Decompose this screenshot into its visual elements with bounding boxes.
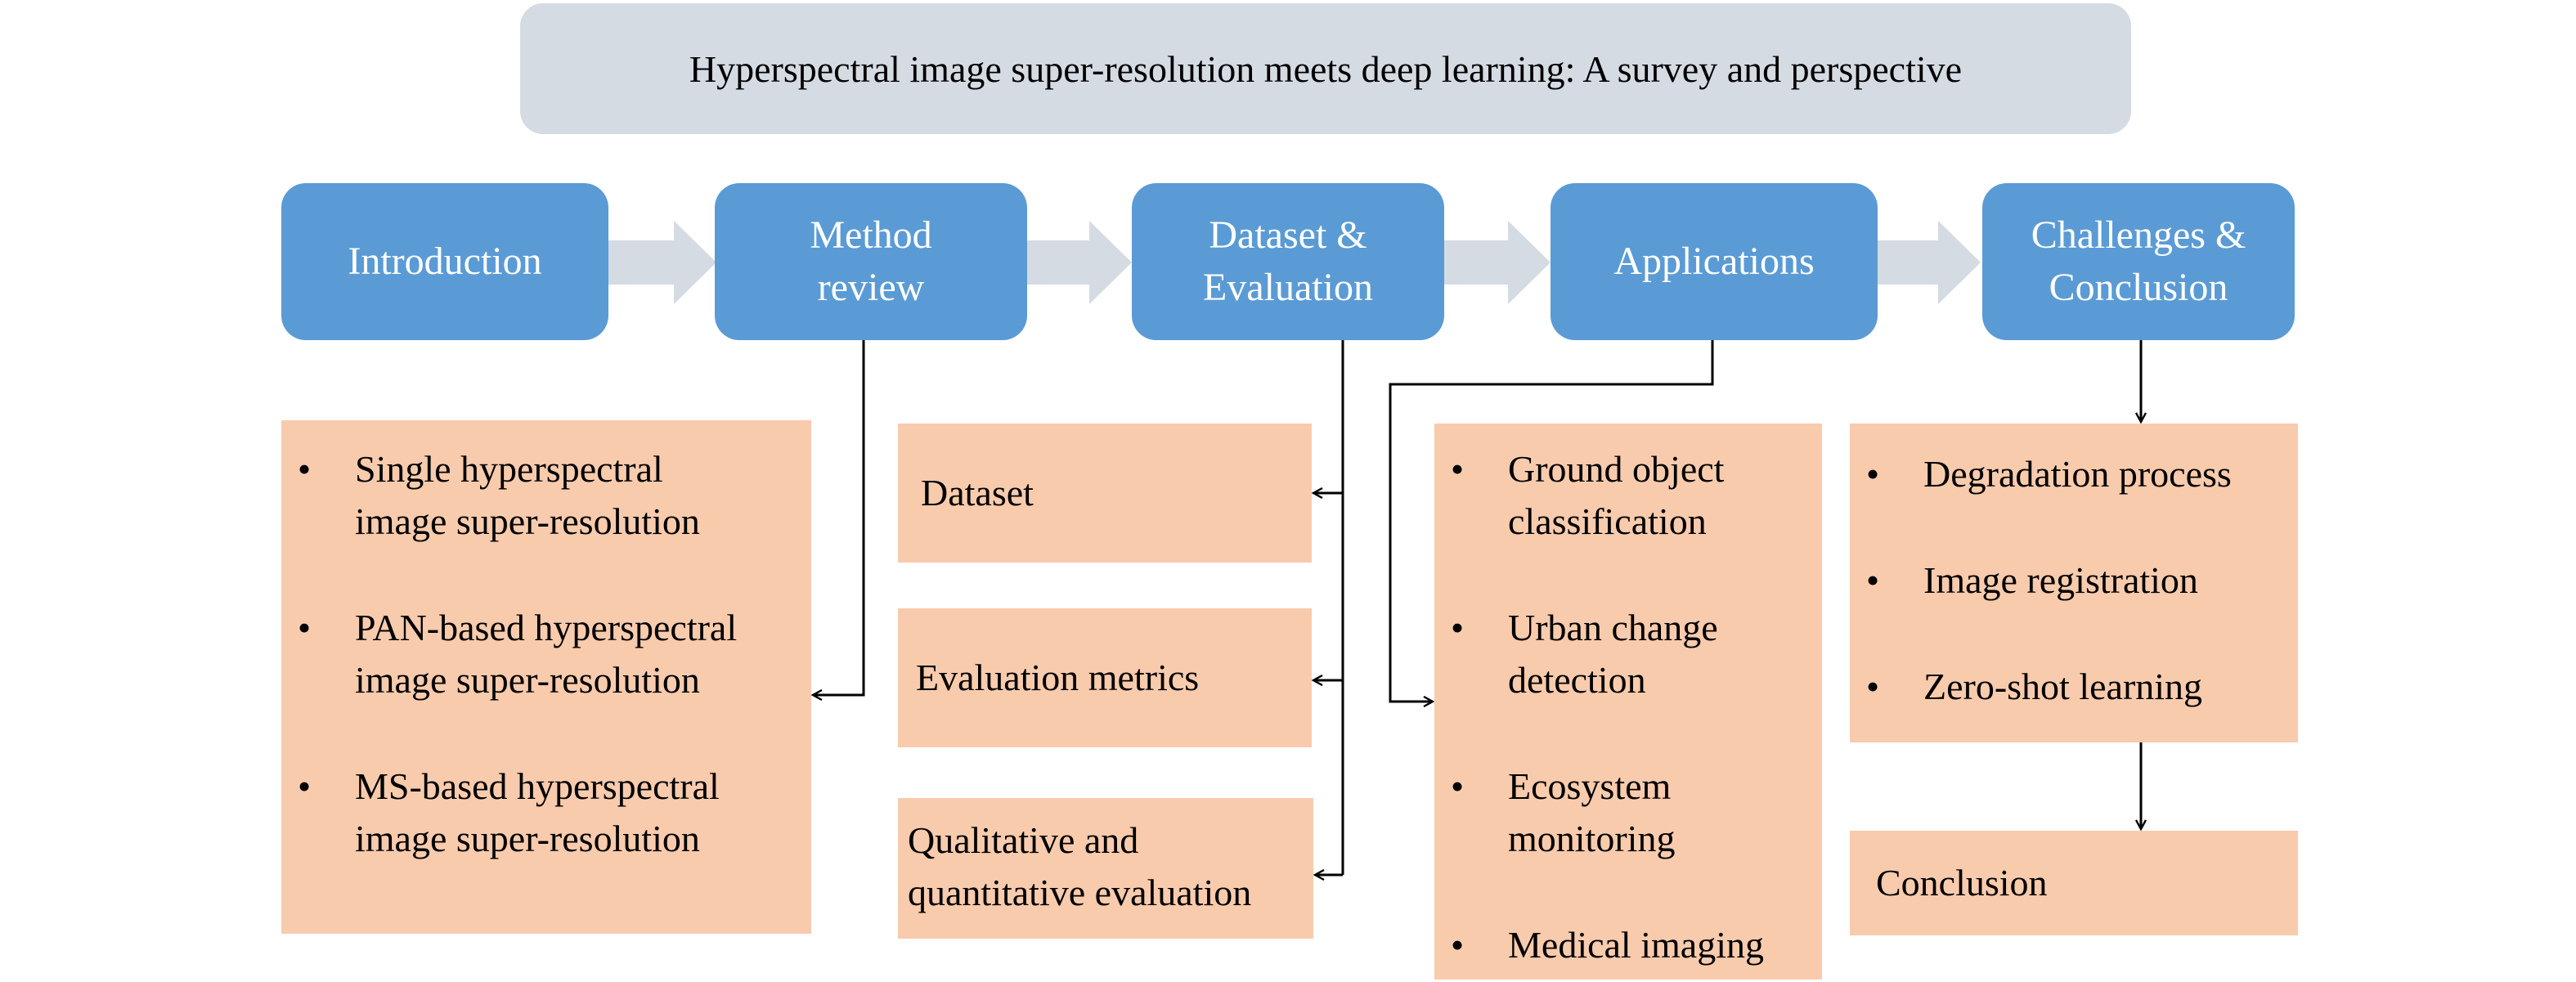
stage-introduction: Introduction [281,183,608,340]
stage-label: Evaluation [1203,266,1373,309]
list-item-line: image super-resolution [355,818,700,859]
flow-arrow-2 [1024,221,1132,304]
list-item: Ground object classification [1434,443,1822,548]
stage-dataset-evaluation: Dataset & Evaluation [1132,183,1444,340]
flow-arrow-3 [1441,221,1551,304]
qualitative-evaluation-box: Qualitative and quantitative evaluation [898,798,1313,939]
conclusion-label: Conclusion [1876,862,2048,904]
stage-applications: Applications [1551,183,1878,340]
list-item-line: Zero-shot learning [1923,666,2203,707]
list-item-line: PAN-based hyperspectral [355,607,738,648]
connector-method-review [813,340,865,695]
list-item: Image registration [1850,554,2298,607]
applications-list: Ground object classification Urban chang… [1434,443,1822,971]
stage-label: review [817,266,925,309]
stage-label: Dataset & [1209,213,1367,257]
list-item-line: MS-based hyperspectral [355,765,720,807]
list-item-line: Degradation process [1923,453,2232,495]
method-review-box: Single hyperspectral image super-resolut… [281,420,811,934]
list-item: Ecosystem monitoring [1434,760,1822,865]
list-item: Single hyperspectral image super-resolut… [281,443,811,548]
dataset-label: Dataset [921,472,1034,513]
applications-box: Ground object classification Urban chang… [1434,424,1822,980]
list-item-line: Ground object [1508,448,1725,490]
evaluation-metrics-label: Evaluation metrics [916,657,1200,698]
stage-label: Introduction [348,240,542,283]
list-item: Medical imaging [1434,919,1822,971]
list-item: PAN-based hyperspectral image super-reso… [281,602,811,706]
list-item-line: image super-resolution [355,500,700,542]
connector-applications [1389,340,1714,702]
list-item-line: Medical imaging [1508,924,1764,966]
challenges-box: Degradation process Image registration Z… [1850,424,2298,742]
qualitative-label-line: quantitative evaluation [908,872,1252,913]
list-item: Urban change detection [1434,602,1822,706]
diagram-title: Hyperspectral image super-resolution mee… [520,3,2131,134]
list-item: Degradation process [1850,448,2298,500]
evaluation-metrics-box: Evaluation metrics [898,608,1312,747]
dataset-box: Dataset [898,424,1312,563]
list-item-line: detection [1508,659,1646,701]
method-review-list: Single hyperspectral image super-resolut… [281,443,811,865]
flow-arrow-1 [608,221,716,304]
stage-label: Conclusion [2049,266,2228,309]
conclusion-box: Conclusion [1850,831,2298,935]
list-item-line: Single hyperspectral [355,448,663,490]
flow-arrow-4 [1873,221,1981,304]
list-item: Zero-shot learning [1850,661,2298,713]
stage-label: Applications [1613,240,1815,283]
list-item-line: Image registration [1923,559,2198,601]
stage-method-review: Method review [715,183,1027,340]
diagram-title-text: Hyperspectral image super-resolution mee… [689,47,1963,90]
list-item: MS-based hyperspectral image super-resol… [281,760,811,865]
qualitative-label-line: Qualitative and [908,819,1139,861]
list-item-line: Urban change [1508,607,1718,648]
stage-label: Challenges & [2031,213,2246,257]
list-item-line: monitoring [1508,818,1676,859]
list-item-line: Ecosystem [1508,765,1672,807]
stage-label: Method [810,213,932,257]
list-item-line: classification [1508,500,1707,542]
challenges-list: Degradation process Image registration Z… [1850,448,2298,713]
stage-challenges-conclusion: Challenges & Conclusion [1982,183,2295,340]
list-item-line: image super-resolution [355,659,700,701]
